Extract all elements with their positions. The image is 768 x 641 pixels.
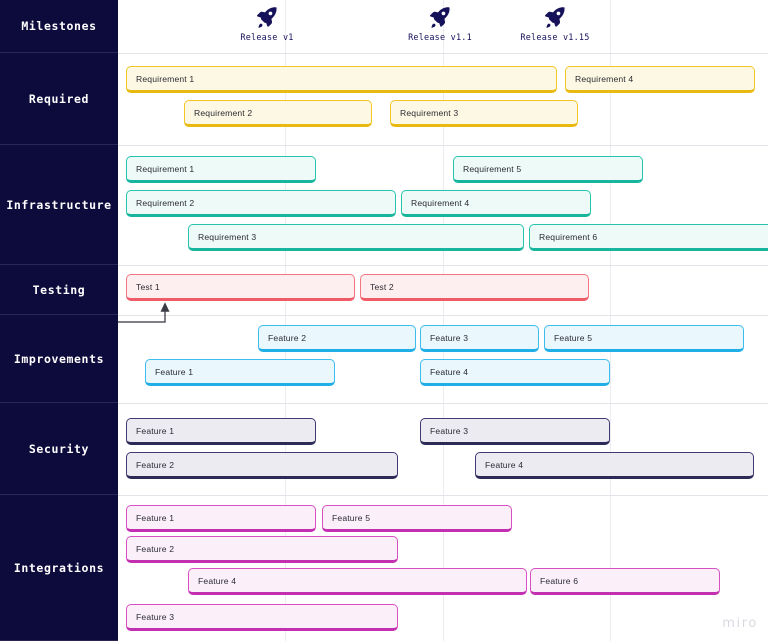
task-bar[interactable]: Feature 1 <box>126 505 316 532</box>
rocket-icon <box>500 4 610 30</box>
swimlane-label-testing[interactable]: Testing <box>0 265 118 315</box>
task-bar[interactable]: Requirement 4 <box>401 190 591 217</box>
row-separator-3 <box>118 315 768 316</box>
task-bar[interactable]: Test 2 <box>360 274 589 301</box>
row-separator-5 <box>118 495 768 496</box>
task-bar[interactable]: Feature 5 <box>322 505 512 532</box>
task-bar[interactable]: Requirement 6 <box>529 224 768 251</box>
row-separator-1 <box>118 145 768 146</box>
task-bar[interactable]: Requirement 2 <box>126 190 396 217</box>
task-bar[interactable]: Feature 2 <box>258 325 416 352</box>
gridline-vertical-0 <box>285 0 286 641</box>
task-bar[interactable]: Feature 5 <box>544 325 744 352</box>
task-bar[interactable]: Feature 4 <box>188 568 527 595</box>
task-bar[interactable]: Feature 2 <box>126 536 398 563</box>
swimlane-label-integrations[interactable]: Integrations <box>0 495 118 641</box>
task-bar[interactable]: Feature 1 <box>126 418 316 445</box>
task-bar[interactable]: Feature 3 <box>420 325 539 352</box>
swimlane-label-text: Testing <box>32 282 86 297</box>
milestone-2[interactable]: Release v1.1 <box>385 4 495 43</box>
milestone-1[interactable]: Release v1 <box>212 4 322 43</box>
task-bar[interactable]: Requirement 1 <box>126 156 316 183</box>
task-bar[interactable]: Feature 6 <box>530 568 720 595</box>
task-bar[interactable]: Feature 3 <box>420 418 610 445</box>
task-bar[interactable]: Requirement 2 <box>184 100 372 127</box>
gridline-vertical-2 <box>610 0 611 641</box>
task-bar[interactable]: Requirement 5 <box>453 156 643 183</box>
task-bar[interactable]: Requirement 3 <box>188 224 524 251</box>
miro-watermark: miro <box>722 616 758 631</box>
swimlane-label-text: Security <box>28 441 90 456</box>
task-bar[interactable]: Feature 1 <box>145 359 335 386</box>
swimlane-label-infrastructure[interactable]: Infrastructure <box>0 145 118 265</box>
task-bar[interactable]: Test 1 <box>126 274 355 301</box>
swimlane-label-milestones[interactable]: Milestones <box>0 0 118 53</box>
task-bar[interactable]: Feature 2 <box>126 452 398 479</box>
milestone-3[interactable]: Release v1.15 <box>500 4 610 43</box>
task-bar[interactable]: Feature 3 <box>126 604 398 631</box>
row-separator-0 <box>118 53 768 54</box>
rocket-icon <box>385 4 495 30</box>
milestone-label: Release v1 <box>240 33 294 43</box>
swimlane-label-text: Required <box>28 91 90 106</box>
task-bar[interactable]: Requirement 4 <box>565 66 755 93</box>
milestone-label: Release v1.15 <box>520 33 590 43</box>
row-separator-2 <box>118 265 768 266</box>
milestone-label: Release v1.1 <box>408 33 472 43</box>
task-bar[interactable]: Requirement 1 <box>126 66 557 93</box>
swimlane-label-text: Milestones <box>21 19 97 33</box>
rocket-icon <box>212 4 322 30</box>
swimlane-label-improvements[interactable]: Improvements <box>0 315 118 403</box>
task-bar[interactable]: Requirement 3 <box>390 100 578 127</box>
timeline-canvas: Release v1 Release v1.1 Release v1.15 Requ… <box>118 0 768 641</box>
swimlane-label-required[interactable]: Required <box>0 53 118 145</box>
swimlane-label-text: Integrations <box>13 560 105 575</box>
row-separator-4 <box>118 403 768 404</box>
gridline-vertical-1 <box>443 0 444 641</box>
swimlane-label-text: Improvements <box>13 351 105 366</box>
swimlane-label-security[interactable]: Security <box>0 403 118 495</box>
task-bar[interactable]: Feature 4 <box>420 359 610 386</box>
task-bar[interactable]: Feature 4 <box>475 452 754 479</box>
swimlane-label-text: Infrastructure <box>6 197 112 212</box>
